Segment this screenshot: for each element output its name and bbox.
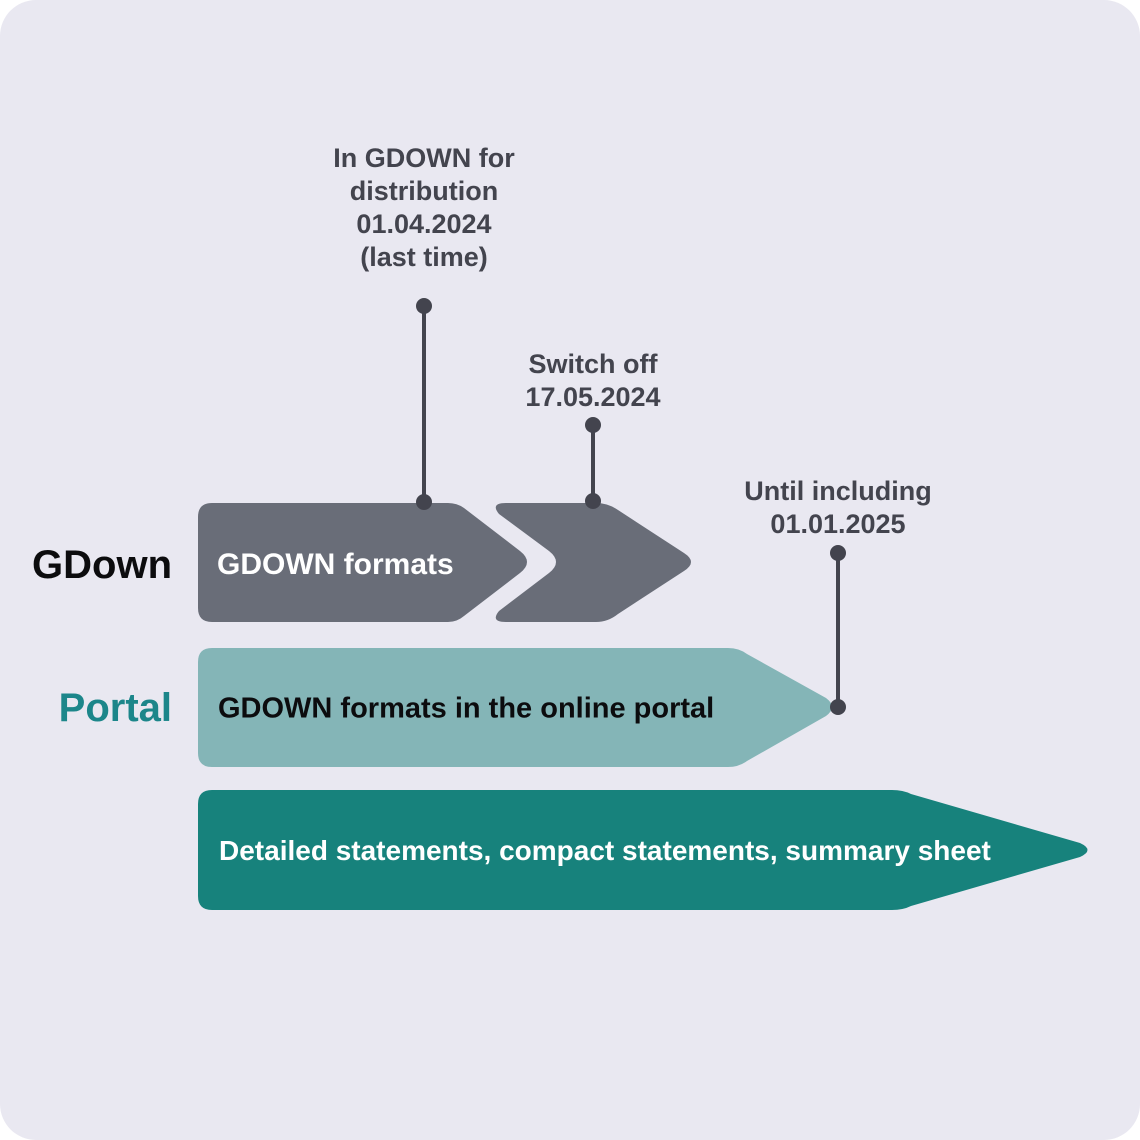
gdown-chevron-shape [495, 503, 691, 622]
annotation-line: Switch off [528, 349, 658, 379]
row-label-gdown: GDown [32, 543, 172, 587]
gdown-arrow-text: GDOWN formats [217, 548, 454, 581]
gdown-arrow-shape [198, 503, 527, 622]
portal-arrow-shape [198, 648, 832, 767]
annotation-line: 01.04.2024 [356, 209, 492, 239]
portal-arrow-text: GDOWN formats in the online portal [218, 692, 715, 725]
connector-dot-top-switch-off [585, 417, 601, 433]
row-label-portal: Portal [58, 686, 172, 730]
statements-arrow-text: Detailed statements, compact statements,… [219, 835, 991, 866]
annotation-line: Until including [744, 476, 932, 506]
annotation-line: 01.01.2025 [770, 509, 906, 539]
connector-dot-bottom-until-including [830, 699, 846, 715]
statements-arrow-shape [198, 790, 1088, 910]
annotation-until-including: Until including 01.01.2025 [744, 475, 931, 541]
annotation-line: In GDOWN for [333, 143, 515, 173]
annotation-distribution: In GDOWN for distribution 01.04.2024 (la… [333, 142, 514, 274]
connector-dot-top-until-including [830, 545, 846, 561]
connector-dot-bottom-switch-off [585, 493, 601, 509]
annotation-line: (last time) [360, 242, 488, 272]
annotation-line: 17.05.2024 [525, 382, 661, 412]
annotation-switch-off: Switch off 17.05.2024 [525, 348, 660, 414]
connector-dot-bottom-distribution [416, 494, 432, 510]
annotation-line: distribution [349, 176, 499, 206]
connector-dot-top-distribution [416, 298, 432, 314]
